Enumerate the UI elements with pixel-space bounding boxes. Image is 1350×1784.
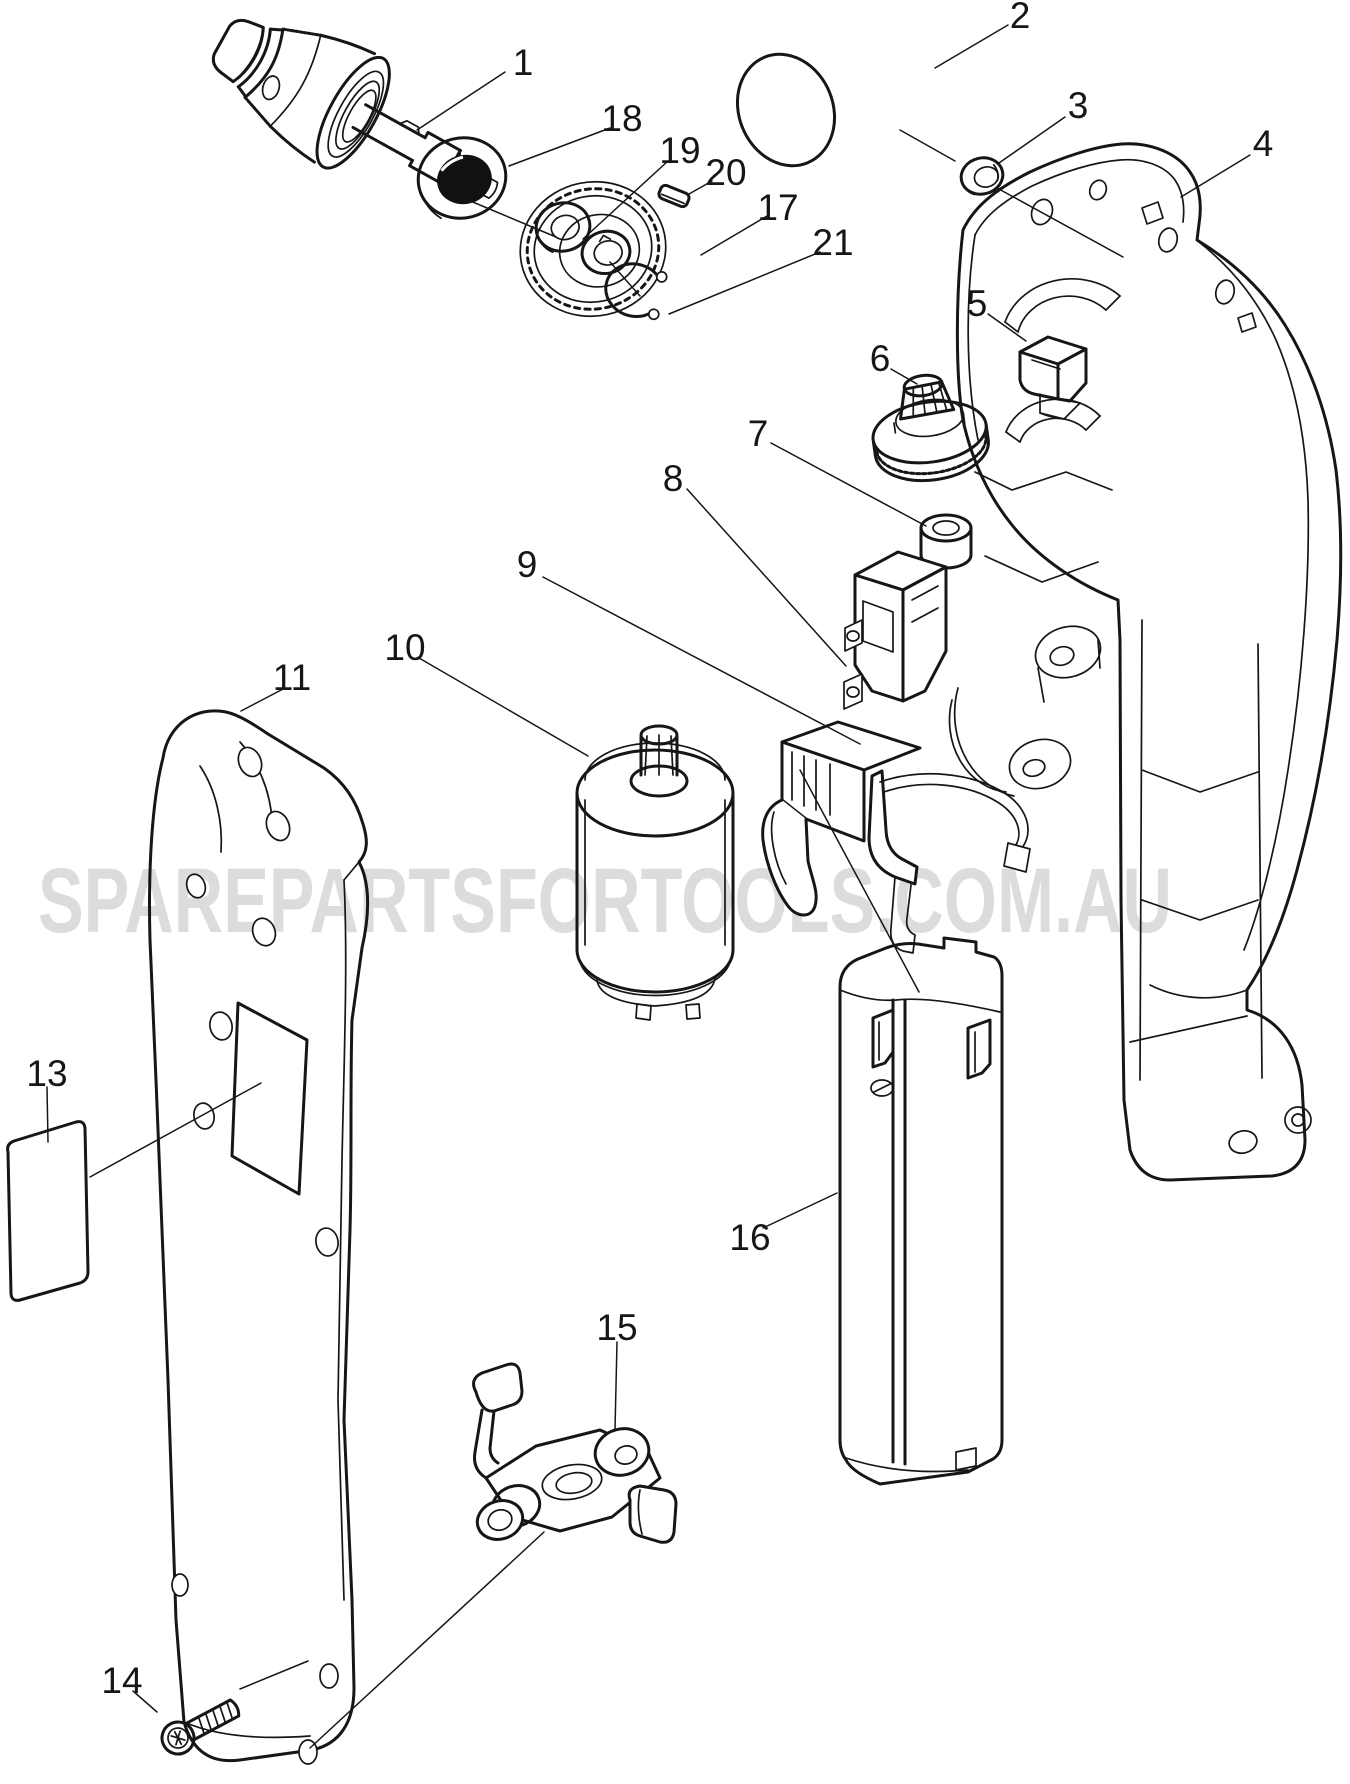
part-label-21: 21 [812, 222, 853, 263]
part-bearing-drawing [416, 136, 508, 220]
part-number-labels: 1 2 3 4 5 6 7 8 9 10 11 13 14 15 16 17 1… [26, 0, 1273, 1701]
part-label-9: 9 [517, 544, 538, 585]
label-recess [230, 1001, 309, 1196]
part-motor-drawing [575, 724, 735, 1021]
part-label-2: 2 [1010, 0, 1031, 36]
part-label-4: 4 [1253, 123, 1274, 164]
part-label-20: 20 [705, 152, 746, 193]
part-housing-right-drawing [948, 142, 1343, 1182]
part-switch-block-drawing [843, 550, 948, 710]
part-disc-drawing [735, 52, 837, 168]
part-gear-drawing [519, 180, 667, 318]
part-circlip-drawing [604, 262, 668, 321]
part-battery-drawing [838, 936, 1004, 1486]
part-label-17: 17 [757, 187, 798, 228]
part-label-7: 7 [748, 413, 769, 454]
bearing-seal [437, 154, 492, 205]
part-label-1: 1 [513, 42, 534, 83]
part-label-5: 5 [967, 283, 988, 324]
part-key-drawing [657, 183, 691, 209]
part-label-11: 11 [273, 657, 311, 698]
part-label-15: 15 [596, 1307, 637, 1348]
part-screw-drawing [160, 1698, 241, 1756]
part-lever-bracket-drawing [472, 1362, 678, 1544]
part-label-6: 6 [870, 338, 891, 379]
part-label-3: 3 [1068, 85, 1089, 126]
part-label-14: 14 [101, 1660, 142, 1701]
part-trigger-switch-drawing [761, 720, 1031, 954]
part-bushing-cap-drawing [959, 156, 1005, 196]
part-label-18: 18 [601, 98, 642, 139]
part-label-10: 10 [384, 627, 425, 668]
part-label-16: 16 [729, 1217, 770, 1258]
part-nameplate-drawing [6, 1120, 90, 1302]
part-label-8: 8 [663, 458, 684, 499]
part-label-19: 19 [659, 130, 700, 171]
leader-lines [46, 24, 1251, 1749]
watermark-text: SPAREPARTSFORTOOLS.COM.AU [38, 850, 1172, 952]
part-chuck-spindle-drawing [211, 18, 499, 200]
part-label-13: 13 [26, 1053, 67, 1094]
part-second-gear-drawing [871, 373, 990, 483]
